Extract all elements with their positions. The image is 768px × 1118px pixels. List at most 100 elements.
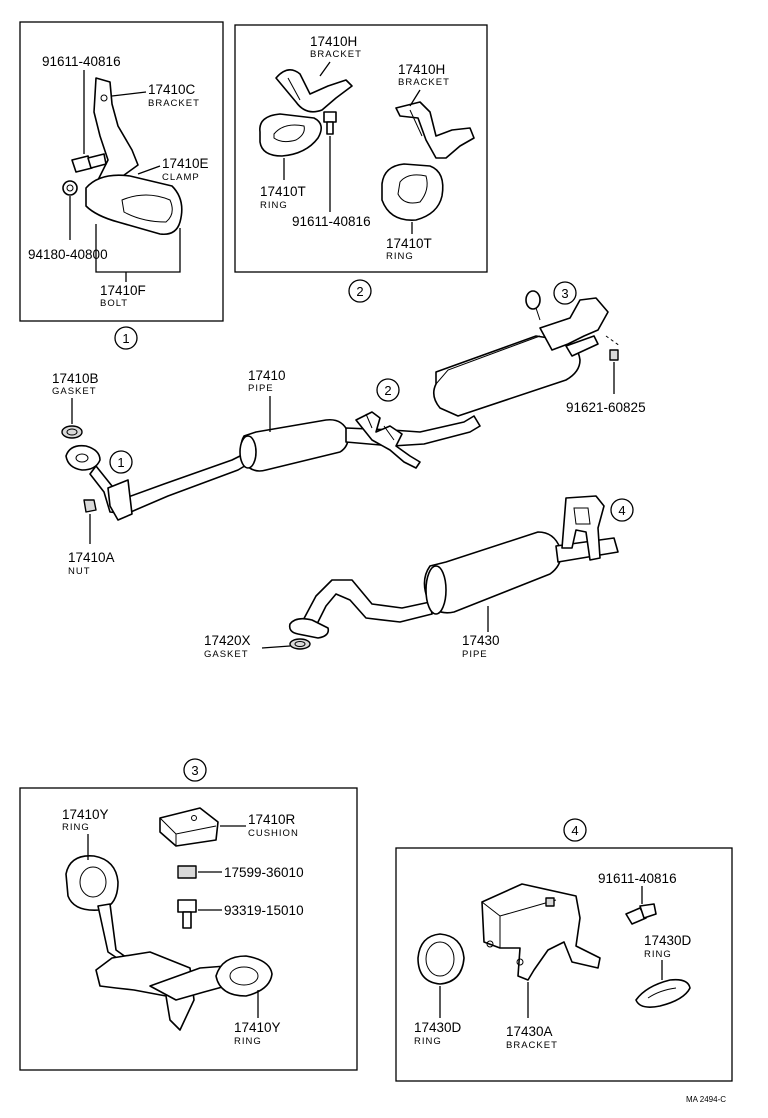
label-17430d-a: 17430D xyxy=(414,1020,462,1035)
inset-2: 17410H BRACKET 17410H BRACKET 17410T RIN… xyxy=(234,24,488,273)
bracket-17410h-right-drawing xyxy=(395,101,475,159)
bracket-17430a-drawing xyxy=(481,883,601,981)
leader xyxy=(111,91,147,97)
label-17410a: 17410A xyxy=(68,550,115,565)
ring-17430d-right-drawing xyxy=(635,978,691,1008)
ring-opening xyxy=(397,174,428,204)
bush-17599-drawing xyxy=(177,865,197,879)
gasket-hole xyxy=(66,428,78,436)
callout-circle-2-main xyxy=(376,378,400,402)
leader xyxy=(261,645,291,649)
inset-4-frame xyxy=(395,847,733,1082)
callout-number-1: 1 xyxy=(122,331,129,346)
nut-94180-drawing xyxy=(62,180,78,196)
label-17410r: 17410R xyxy=(248,812,296,827)
ring-opening xyxy=(79,866,107,898)
label-91611-40816: 91611-40816 xyxy=(42,54,121,69)
label-17410h-a: 17410H xyxy=(310,34,357,49)
callout-number-2-main: 2 xyxy=(384,383,391,398)
front-muffler-end xyxy=(239,435,257,469)
label-17410y-b: 17410Y xyxy=(234,1020,281,1035)
label-17410b-name: GASKET xyxy=(52,386,97,397)
label-17410e-name: CLAMP xyxy=(162,172,200,183)
label-17410f: 17410F xyxy=(100,283,146,298)
label-17410y-b-name: RING xyxy=(234,1036,262,1047)
label-91611-40816-c: 91611-40816 xyxy=(598,871,677,886)
callout-circle-3-main xyxy=(553,281,577,305)
bolt-shaft xyxy=(326,121,334,135)
label-17430: 17430 xyxy=(462,633,500,648)
ring-17430d-left-drawing xyxy=(417,933,465,985)
callout-number-4-main: 4 xyxy=(618,503,625,518)
leader xyxy=(137,165,161,175)
inset-3-frame xyxy=(19,787,358,1071)
inset-1: 91611-40816 17410C BRACKET 17410E CLAMP … xyxy=(19,21,224,322)
label-17410t-b: 17410T xyxy=(386,236,432,251)
callout-circle-1 xyxy=(114,326,138,350)
front-pipe-17430 xyxy=(299,579,433,631)
mount-plate-drawing xyxy=(95,951,195,1031)
bracket-17410c-drawing xyxy=(93,77,139,191)
label-17410: 17410 xyxy=(248,368,286,383)
gasket-17420x-drawing xyxy=(289,638,311,650)
label-17410t-b-name: RING xyxy=(386,251,414,262)
label-17430d-a-name: RING xyxy=(414,1036,442,1047)
callout-circle-4-main xyxy=(610,498,634,522)
label-17420x: 17420X xyxy=(204,633,251,648)
hanger-detail xyxy=(365,413,395,441)
inset-1-frame xyxy=(19,21,224,322)
ring-17410y-right-drawing xyxy=(215,955,273,997)
clamp-opening xyxy=(121,194,173,223)
callout-number-3-main: 3 xyxy=(561,286,568,301)
label-94180-40800: 94180-40800 xyxy=(28,247,108,262)
gasket-hole xyxy=(294,641,306,647)
label-17410f-name: BOLT xyxy=(100,298,128,309)
bracket-edge xyxy=(409,109,423,137)
cushion-hole xyxy=(191,815,197,821)
bolt-93319-drawing xyxy=(177,899,197,913)
bracket-17410h-left-drawing xyxy=(275,69,353,113)
callout-circle-2 xyxy=(348,279,372,303)
hanger-rod-drawing xyxy=(97,903,131,961)
ring-17410y-left-drawing xyxy=(65,855,119,912)
label-17410r-name: CUSHION xyxy=(248,828,299,839)
callout-number-3: 3 xyxy=(191,763,198,778)
mid-hanger xyxy=(355,411,421,469)
dashed-guide xyxy=(605,335,621,347)
bracket-hole xyxy=(100,94,108,102)
label-17410-name: PIPE xyxy=(248,383,274,394)
ring-17410t-left-drawing xyxy=(259,113,322,157)
label-17410c-name: BRACKET xyxy=(148,98,200,109)
label-17410a-name: NUT xyxy=(68,566,91,577)
callout-circle-4 xyxy=(563,818,587,842)
pipe-17430: 17420X GASKET 17430 PIPE 4 xyxy=(204,495,634,660)
hanger-17430 xyxy=(561,495,605,561)
front-flange xyxy=(65,444,101,471)
label-17420x-name: GASKET xyxy=(204,649,249,660)
front-muffler-body xyxy=(240,418,350,472)
bracket-edges xyxy=(481,899,557,948)
circle-1-caption: 1 xyxy=(114,326,138,350)
ring-opening xyxy=(229,966,259,986)
label-17410h-b: 17410H xyxy=(398,62,445,77)
label-91621-60825: 91621-60825 xyxy=(566,400,646,415)
bolt-bracket-line xyxy=(95,224,181,273)
label-17410t-a: 17410T xyxy=(260,184,306,199)
footer-code: MA 2494-C xyxy=(686,1095,726,1104)
hanger-rod xyxy=(535,307,541,321)
label-17410t-a-name: RING xyxy=(260,200,288,211)
label-17410e: 17410E xyxy=(162,156,209,171)
gasket-17410b-drawing xyxy=(61,425,83,439)
label-17430a-name: BRACKET xyxy=(506,1040,558,1051)
rear-hanger xyxy=(539,297,609,351)
ring-opening xyxy=(425,941,455,977)
label-17430d-b-name: RING xyxy=(644,949,672,960)
label-17599-36010: 17599-36010 xyxy=(224,865,304,880)
bracket-hole xyxy=(516,958,524,966)
tail-pipe xyxy=(565,335,599,357)
callout-number-4: 4 xyxy=(571,823,578,838)
label-17410h-a-name: BRACKET xyxy=(310,49,362,60)
label-17410y-a-name: RING xyxy=(62,822,90,833)
rear-hanger-ring xyxy=(525,290,541,310)
label-93319-15010: 93319-15010 xyxy=(224,903,304,918)
